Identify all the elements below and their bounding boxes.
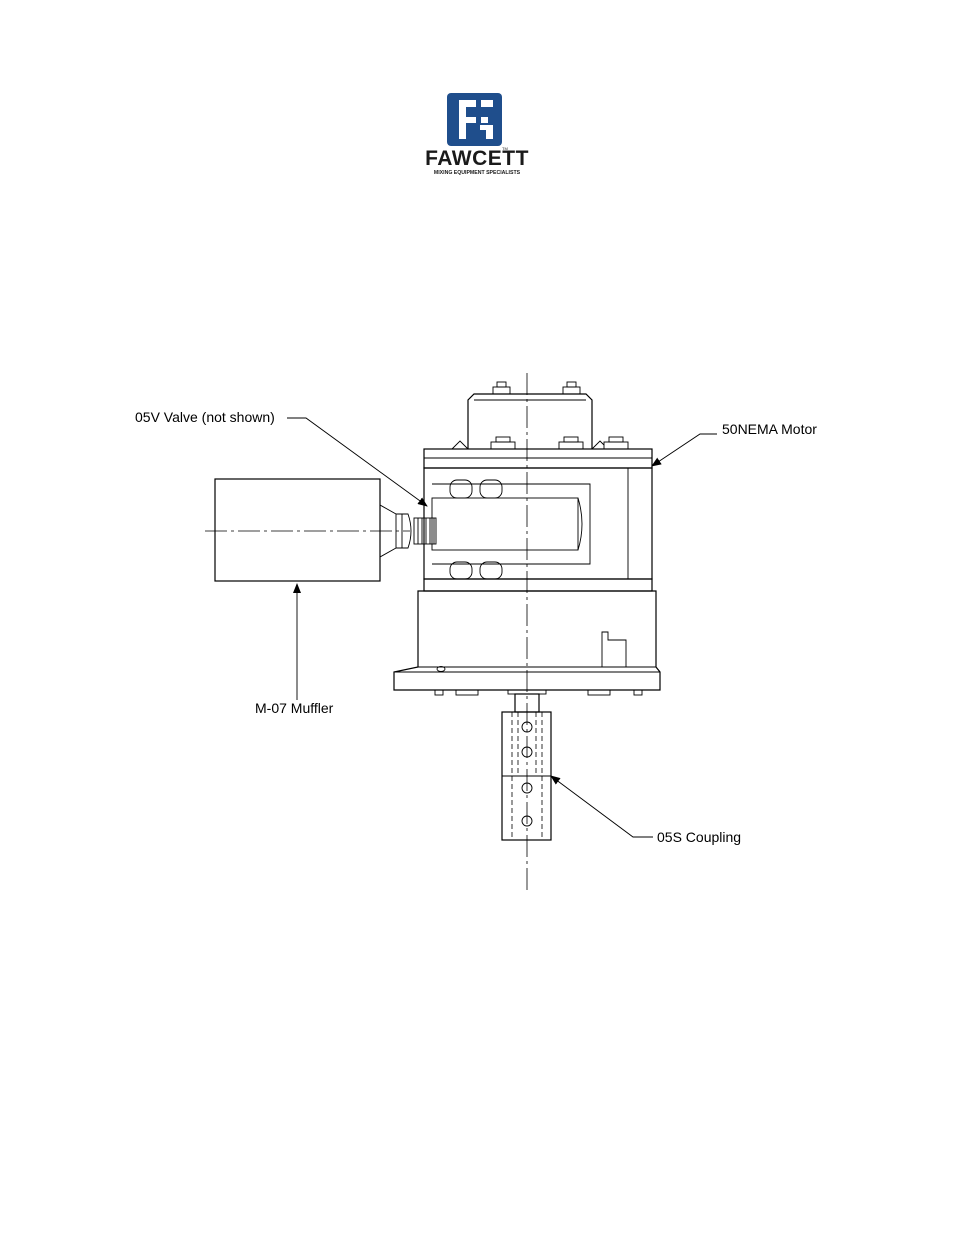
motor-top-cap (467, 381, 593, 449)
muffler-label: M-07 Muffler (255, 700, 334, 716)
coupling-callout: 05S Coupling (550, 775, 741, 845)
motor-middle-housing (423, 467, 653, 580)
logo-trademark: TM (502, 146, 508, 151)
valve-callout: 05V Valve (not shown) (135, 409, 428, 507)
logo-tagline: MIXING EQUIPMENT SPECIALISTS (434, 170, 521, 176)
logo-brand-name: FAWCETT (425, 147, 529, 170)
muffler-callout: M-07 Muffler (255, 583, 334, 716)
fawcett-logo: TM FAWCETT MIXING EQUIPMENT SPECIALISTS (425, 93, 529, 176)
motor-lower-band (423, 578, 653, 592)
coupling (501, 693, 552, 841)
coupling-label: 05S Coupling (657, 829, 741, 845)
motor-label: 50NEMA Motor (722, 421, 817, 437)
motor-flange (423, 436, 653, 469)
motor-callout: 50NEMA Motor (651, 421, 817, 467)
valve-label: 05V Valve (not shown) (135, 409, 275, 425)
muffler (214, 478, 437, 582)
